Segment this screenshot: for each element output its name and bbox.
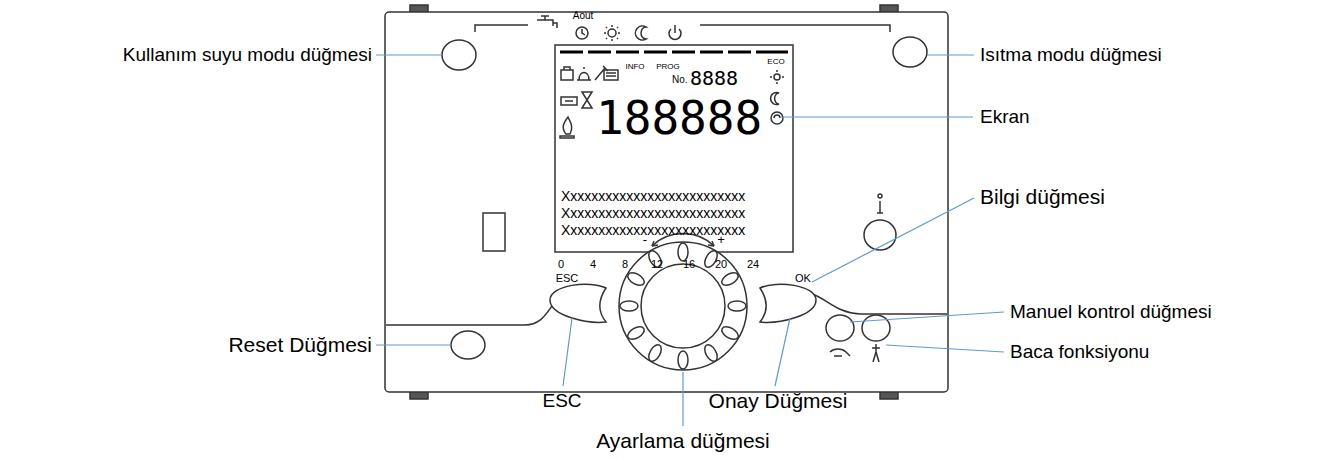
hour-scale-number: 20 (715, 258, 727, 271)
screen-text-line: Xxxxxxxxxxxxxxxxxxxxxxxxxx (561, 188, 745, 204)
callout-label: ESC (542, 390, 581, 412)
callout-label: Manuel kontrol düğmesi (1010, 301, 1212, 323)
callout-label: Isıtma modu düğmesi (980, 44, 1162, 66)
screen-text-line: Xxxxxxxxxxxxxxxxxxxxxxxxxx (561, 205, 745, 221)
dial-sign: + (717, 233, 725, 248)
segment-digits: 8888 (690, 67, 738, 90)
callout-label: Ayarlama düğmesi (596, 429, 770, 453)
callout-label: Onay Düğmesi (709, 389, 848, 413)
hour-scale-number: 24 (747, 258, 759, 271)
screen-indicator: No. (672, 74, 688, 86)
mode-icon-text: Aout (573, 10, 594, 22)
callout-label: Reset Düğmesi (228, 333, 372, 357)
callout-label: Kullanım suyu modu düğmesi (123, 44, 372, 66)
hour-scale-number: 4 (590, 258, 596, 271)
hour-scale-number: 0 (558, 258, 564, 271)
button-label: ESC (556, 272, 579, 285)
callout-label: Baca fonksiyonu (1010, 341, 1149, 363)
screen-indicator: INFO (625, 62, 644, 71)
callout-label: Bilgi düğmesi (980, 185, 1105, 209)
hour-scale-number: 8 (622, 258, 628, 271)
screen-indicator: ECO (767, 57, 784, 66)
screen-indicator: PROG (656, 62, 680, 71)
dial-sign: - (643, 233, 647, 248)
hour-scale-number: 16 (683, 258, 695, 271)
button-label: OK (795, 272, 811, 285)
callout-label: Ekran (980, 106, 1030, 128)
segment-digits: 188888 (596, 92, 762, 145)
hour-scale-number: 12 (651, 258, 663, 271)
